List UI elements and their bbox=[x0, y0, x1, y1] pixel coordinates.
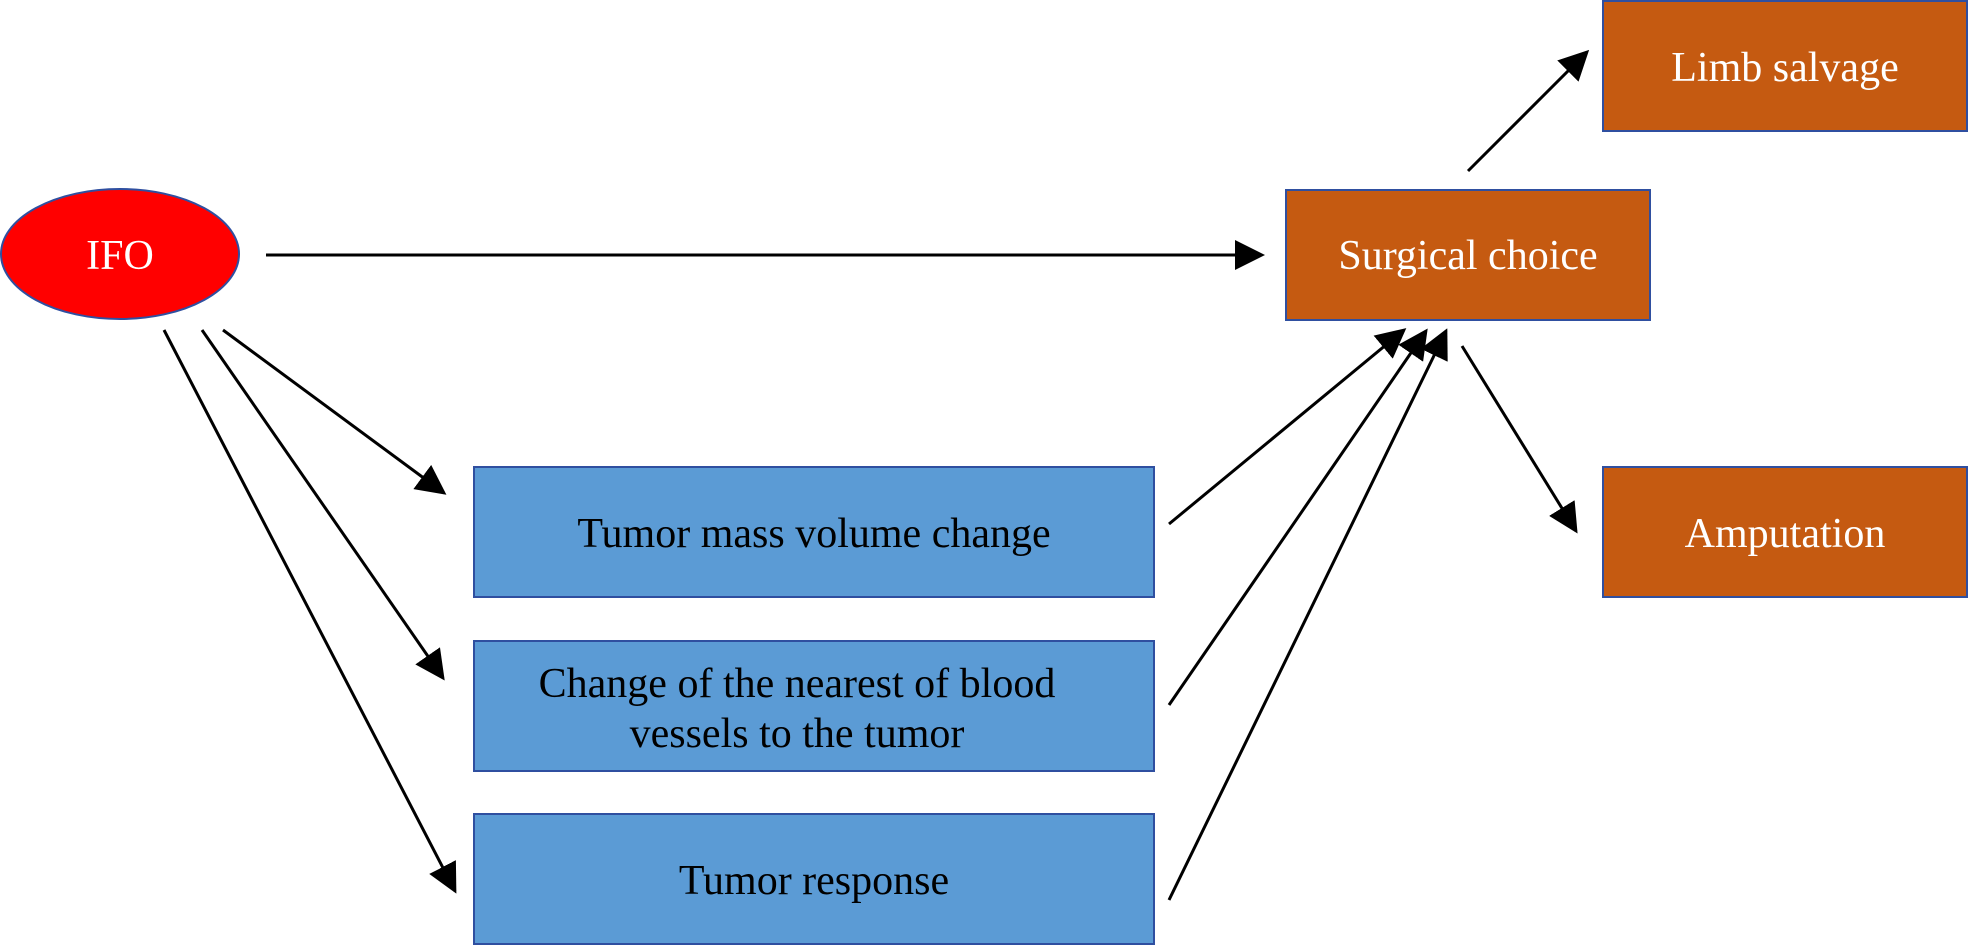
node-surgical-choice: Surgical choice bbox=[1285, 189, 1651, 321]
arrows bbox=[162, 49, 1590, 901]
arrow-tumor-response-to-surgical-choice bbox=[1167, 328, 1448, 901]
arrow-ifo-to-tumor-response bbox=[162, 329, 457, 894]
arrow-tumor-mass-to-surgical-choice bbox=[1168, 328, 1407, 526]
tumor-mass-label: Tumor mass volume change bbox=[577, 511, 1050, 557]
amputation-box bbox=[1602, 466, 1968, 598]
surgical-choice-box bbox=[1285, 189, 1651, 321]
blood-vessels-label-line2: vessels to the tumor bbox=[630, 711, 965, 757]
tumor-response-box bbox=[473, 813, 1155, 945]
node-ifo: IFO bbox=[0, 188, 240, 320]
limb-salvage-box bbox=[1602, 0, 1968, 132]
blood-vessels-box bbox=[473, 640, 1155, 772]
node-tumor-mass-volume-change: Tumor mass volume change bbox=[473, 466, 1155, 598]
arrow-surgical-choice-to-amputation bbox=[1460, 345, 1578, 534]
node-amputation: Amputation bbox=[1602, 466, 1968, 598]
ifo-label: IFO bbox=[86, 233, 154, 279]
arrow-surgical-choice-to-limb-salvage bbox=[1466, 49, 1590, 173]
node-tumor-response: Tumor response bbox=[473, 813, 1155, 945]
tumor-response-label: Tumor response bbox=[679, 858, 949, 904]
amputation-label: Amputation bbox=[1685, 511, 1886, 557]
tumor-mass-box bbox=[473, 466, 1155, 598]
arrow-blood-vessels-to-surgical-choice bbox=[1167, 328, 1428, 706]
node-limb-salvage: Limb salvage bbox=[1602, 0, 1968, 132]
surgical-choice-label: Surgical choice bbox=[1338, 233, 1597, 279]
node-blood-vessels-change: Change of the nearest of blood vessels t… bbox=[473, 640, 1155, 772]
blood-vessels-label-line1: Change of the nearest of blood bbox=[539, 661, 1056, 707]
limb-salvage-label: Limb salvage bbox=[1671, 45, 1898, 91]
arrow-ifo-to-tumor-mass bbox=[222, 328, 447, 495]
arrow-ifo-to-blood-vessels bbox=[200, 329, 445, 681]
ifo-ellipse bbox=[0, 188, 240, 320]
